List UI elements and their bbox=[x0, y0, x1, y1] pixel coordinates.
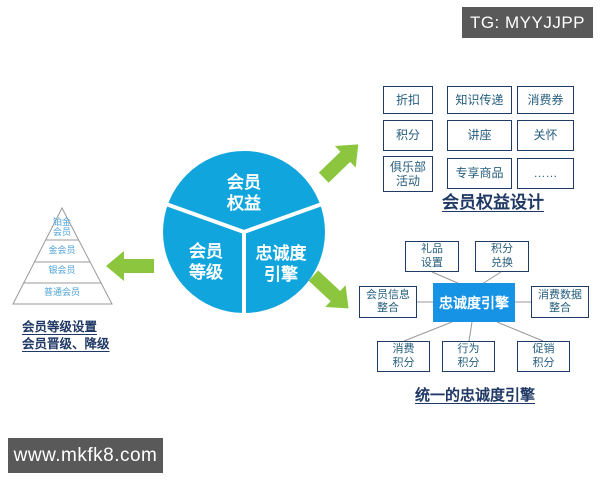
telegram-watermark: TG: MYYJJPP bbox=[462, 7, 593, 38]
pyramid-tier-normal: 普通会员 bbox=[43, 287, 80, 297]
loyalty-node-behavior-points: 行为 积分 bbox=[442, 341, 495, 372]
benefit-box-club: 俱乐部 活动 bbox=[383, 156, 433, 192]
pyramid-shape bbox=[12, 206, 113, 305]
pie-divider-right bbox=[243, 202, 323, 234]
pyramid-tier-platinum: 铂金 会员 bbox=[52, 217, 71, 238]
pyramid-caption-line2: 会员晋级、降级 bbox=[22, 337, 110, 351]
loyalty-node-consumption-points: 消费 积分 bbox=[377, 341, 430, 372]
pyramid-caption-line1: 会员等级设置 bbox=[22, 320, 98, 334]
benefit-box-points: 积分 bbox=[383, 120, 433, 151]
arrow-down-right-icon bbox=[308, 270, 349, 309]
loyalty-node-member-info: 会员信息 整合 bbox=[359, 286, 417, 318]
benefit-box-coupon: 消费券 bbox=[517, 86, 574, 114]
loyalty-caption: 统一的忠诚度引擎 bbox=[414, 387, 535, 404]
benefit-box-lecture: 讲座 bbox=[447, 120, 512, 151]
connector-lines bbox=[403, 271, 544, 342]
website-watermark: www.mkfk8.com bbox=[8, 438, 163, 473]
arrow-up-right-icon bbox=[318, 144, 359, 183]
pie-segment-benefits-label: 会员 权益 bbox=[227, 173, 261, 214]
benefit-box-discount: 折扣 bbox=[383, 86, 433, 114]
benefit-box-more: …… bbox=[517, 158, 574, 189]
pyramid-tier-gold: 金会员 bbox=[48, 245, 76, 255]
pie-segment-levels-label: 会员 等级 bbox=[189, 242, 223, 283]
benefit-box-knowledge: 知识传递 bbox=[447, 86, 512, 114]
loyalty-node-gift-settings: 礼品 设置 bbox=[405, 241, 459, 272]
benefits-caption: 会员权益设计 bbox=[442, 193, 544, 212]
loyalty-engine-center-box: 忠诚度引擎 bbox=[433, 283, 515, 322]
loyalty-node-promo-points: 促销 积分 bbox=[517, 341, 570, 372]
pyramid-tier-silver: 银会员 bbox=[48, 265, 76, 275]
pie-segment-loyalty-label: 忠诚度 引擎 bbox=[255, 244, 307, 285]
arrow-left-icon bbox=[106, 251, 154, 281]
pie-divider-left bbox=[165, 202, 245, 234]
loyalty-node-consumption-data: 消费数据 整合 bbox=[531, 286, 589, 318]
loyalty-node-points-exchange: 积分 兑换 bbox=[475, 241, 529, 272]
benefit-box-care: 关怀 bbox=[517, 120, 574, 151]
benefit-box-exclusive: 专享商品 bbox=[447, 158, 512, 189]
